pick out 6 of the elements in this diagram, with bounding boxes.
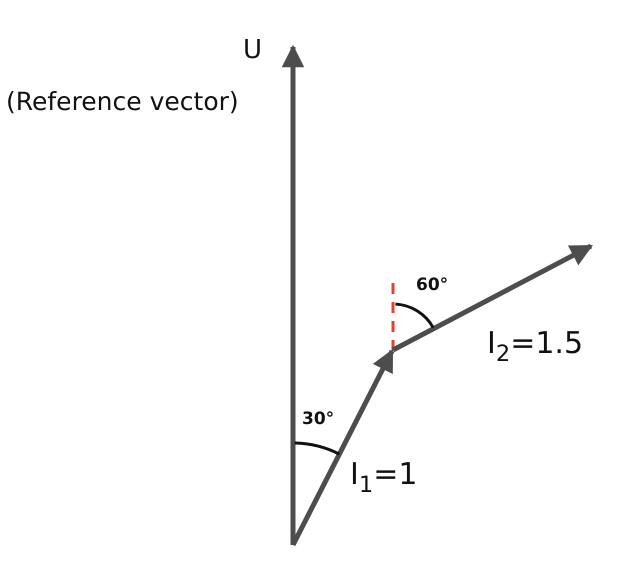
vector-label: U	[243, 36, 262, 65]
angle-label: 60°	[416, 276, 448, 295]
vector-label: I$_{1}$=1	[350, 458, 418, 491]
angle-label: 30°	[302, 410, 334, 429]
vector-label: I$_{2}$=1.5	[487, 327, 584, 360]
vector-caption: (Reference vector)	[6, 88, 239, 116]
